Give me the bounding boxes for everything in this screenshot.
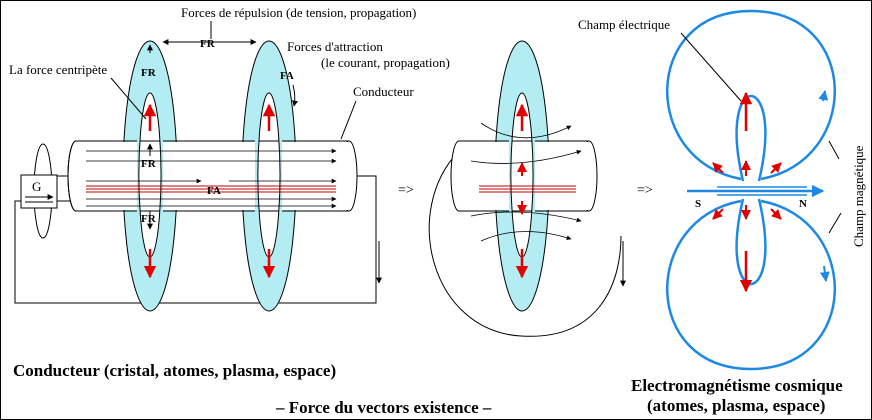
middle-cylinder-left	[460, 142, 509, 210]
leader-champ-magnetique-top	[828, 140, 840, 160]
implies-arrow-1: =>	[398, 183, 414, 198]
axis-red-lines	[86, 185, 336, 193]
conductor-front	[163, 142, 255, 210]
blue-arrow-top-right	[818, 90, 829, 102]
label-attraction-2: (le courant, propagation)	[321, 55, 450, 70]
label-champ-magnetique: Champ magnétique	[851, 145, 866, 247]
middle-cylinder-front	[535, 142, 588, 210]
implies-arrow-2: =>	[637, 183, 653, 198]
label-fa-ring2: FA	[280, 70, 294, 82]
label-fr-ring1: FR	[141, 67, 157, 79]
circuit-wire	[14, 175, 377, 304]
leader-conducteur	[340, 100, 357, 140]
caption-left: Conducteur (cristal, atomes, plasma, esp…	[13, 361, 336, 380]
label-fa-mid: FA	[207, 185, 221, 197]
conductor-front-right	[282, 142, 348, 210]
field-loop-bottom	[666, 199, 836, 371]
field-loop-top	[666, 9, 836, 181]
inner-loop-top	[735, 94, 767, 182]
inner-loop-bottom	[735, 198, 767, 286]
blue-arrow-bottom-right	[819, 265, 830, 282]
label-attraction-1: Forces d'attraction	[287, 39, 383, 54]
middle-panel	[428, 40, 626, 337]
left-panel: G	[9, 5, 450, 312]
fa-arrow	[292, 84, 298, 107]
label-fr-mid-2: FR	[141, 213, 157, 225]
label-fr-top: FR	[200, 38, 216, 50]
leader-centripete	[110, 77, 147, 120]
conductor-front-left	[77, 142, 137, 210]
conductor-back-edge	[67, 140, 77, 212]
middle-loop	[428, 150, 622, 337]
right-panel: Champ électrique S N Champ magnétique	[578, 9, 866, 371]
label-centripete: La force centripète	[9, 62, 107, 77]
label-conducteur: Conducteur	[353, 84, 414, 99]
generator-label: G	[32, 179, 41, 194]
caption-right-2: (atomes, plasma, espace)	[647, 396, 825, 415]
red-arrows-diagonal	[712, 162, 782, 220]
middle-red-lines	[479, 185, 576, 193]
current-lines	[86, 148, 337, 209]
caption-right-1: Electromagnétisme cosmique	[631, 376, 843, 395]
label-repulsion: Forces de répulsion (de tension, propaga…	[181, 5, 416, 20]
label-pole-n: N	[799, 198, 807, 210]
label-pole-s: S	[695, 198, 701, 210]
label-champ-electrique: Champ électrique	[578, 17, 670, 32]
leader-champ-magnetique-bottom	[828, 212, 842, 234]
caption-bottom: – Force du vectors existence –	[275, 398, 492, 417]
label-fr-mid-1: FR	[141, 158, 157, 170]
leader-champ-electrique	[680, 32, 742, 102]
